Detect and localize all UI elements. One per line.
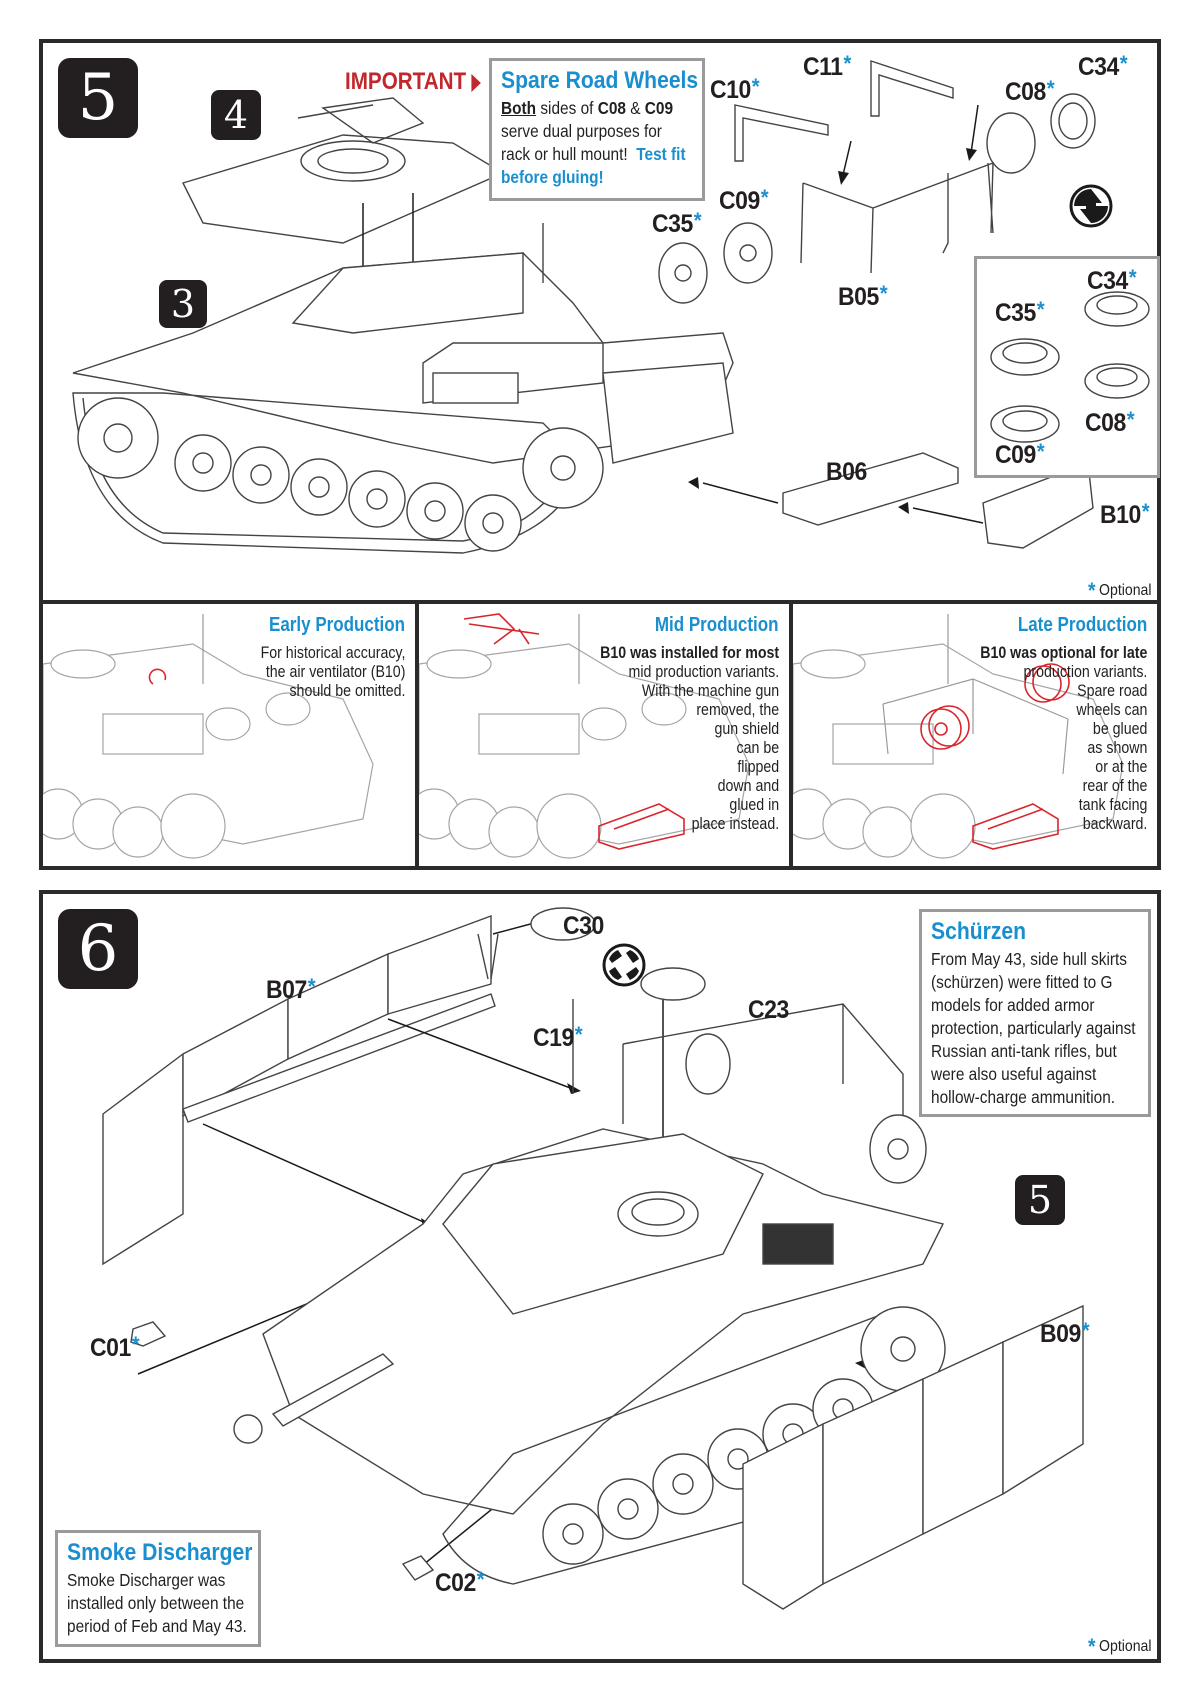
spare-wheel-highlight <box>920 663 1070 750</box>
optional-marker: * <box>760 185 769 210</box>
optional-marker: * <box>1046 76 1055 101</box>
variant-divider <box>789 600 793 866</box>
schurzen-note: Schürzen From May 43, side hull skirts (… <box>919 909 1151 1117</box>
right-skirts-drawing <box>742 1304 1084 1610</box>
inset-wheels-drawing <box>990 291 1150 443</box>
vehicle-drawing <box>233 999 946 1585</box>
b06-b10-drawing <box>688 452 1094 549</box>
variant-description: For historical accuracy, the air ventila… <box>260 644 405 700</box>
optional-asterisk-icon: * <box>1088 1634 1096 1659</box>
early-variant-drawing <box>43 614 374 859</box>
part-label-c08: C08* <box>1005 76 1055 106</box>
part-label-c35: C35* <box>652 208 702 238</box>
inset-label-c35: C35* <box>995 297 1045 327</box>
b10-highlight <box>972 803 1059 850</box>
optional-marker: * <box>476 1567 485 1592</box>
part-label-b06: B06 <box>826 458 867 486</box>
step-number-badge: 6 <box>58 909 138 989</box>
important-label: IMPORTANT <box>345 68 481 96</box>
variant-description: B10 was installed for most mid productio… <box>599 644 779 833</box>
left-skirts-drawing <box>102 914 496 1266</box>
optional-marker: * <box>1128 265 1137 290</box>
optional-marker: * <box>693 208 702 233</box>
part-label-c11: C11* <box>803 51 851 81</box>
optional-marker: * <box>1036 439 1045 464</box>
reference-step-badge-3: 3 <box>159 280 207 328</box>
optional-marker: * <box>1126 407 1135 432</box>
inset-label-c09: C09* <box>995 439 1045 469</box>
part-label-c01: C01* <box>90 1332 140 1362</box>
flip-vertical-icon <box>1069 184 1113 228</box>
optional-legend: *Optional <box>1088 1634 1152 1659</box>
optional-marker: * <box>751 74 760 99</box>
variant-title: Late Production <box>1017 614 1147 636</box>
part-label-c09: C09* <box>719 185 769 215</box>
optional-marker: * <box>1119 51 1128 76</box>
smoke-discharger-note: Smoke Discharger Smoke Discharger was in… <box>55 1530 261 1647</box>
step-6-panel: 6 5 B07* C30 C19* C23 C01* B09* C02* Sch… <box>39 890 1161 1663</box>
note-body: Smoke Discharger was installed only betw… <box>67 1570 247 1636</box>
optional-marker: * <box>574 1022 583 1047</box>
important-text: IMPORTANT <box>345 68 467 95</box>
step-number-badge: 5 <box>58 58 138 138</box>
spare-road-wheels-note: Spare Road Wheels Both sides of C08 & C0… <box>489 58 705 201</box>
part-label-c23: C23 <box>748 996 789 1024</box>
variant-late-production: Late Production B10 was optional for lat… <box>793 604 1157 866</box>
road-wheels <box>542 1306 946 1565</box>
variant-description: B10 was optional for late production var… <box>979 644 1147 833</box>
part-label-c34: C34* <box>1078 51 1128 81</box>
note-title: Smoke Discharger <box>67 1539 253 1566</box>
part-label-b09: B09* <box>1040 1318 1090 1348</box>
optional-legend: *Optional <box>1088 578 1152 603</box>
mid-variant-drawing <box>419 613 750 859</box>
machine-gun-highlight <box>463 613 540 645</box>
optional-marker: * <box>879 281 888 306</box>
step-5-panel: 5 4 3 IMPORTANT Spare Road Wheels Both s… <box>39 39 1161 870</box>
wheel-options-inset: C34* C35* C08* C09* <box>974 256 1160 478</box>
optional-marker: * <box>131 1332 140 1357</box>
spare-wheels-drawing <box>658 93 1096 304</box>
optional-asterisk-icon: * <box>1088 578 1096 603</box>
reference-step-badge-4: 4 <box>211 90 261 140</box>
b10-highlight <box>598 803 685 850</box>
part-label-c02: C02* <box>435 1567 485 1597</box>
part-label-c19: C19* <box>533 1022 583 1052</box>
optional-marker: * <box>1141 499 1150 524</box>
note-body: Both sides of C08 & C09 serve dual purpo… <box>501 98 686 187</box>
optional-marker: * <box>1036 297 1045 322</box>
upper-deck-drawing <box>182 97 505 244</box>
section-divider <box>43 600 1157 604</box>
rotate-icon <box>602 943 646 987</box>
optional-marker: * <box>1081 1318 1090 1343</box>
variant-mid-production: Mid Production B10 was installed for mos… <box>419 604 789 866</box>
part-label-c30: C30 <box>563 912 604 940</box>
variant-title: Early Production <box>268 614 405 636</box>
step-5-diagram <box>72 60 1113 554</box>
pointer-triangle-icon <box>471 73 481 92</box>
optional-marker: * <box>307 974 316 999</box>
variant-early-production: Early Production For historical accuracy… <box>43 604 415 866</box>
part-label-b07: B07* <box>266 974 316 1004</box>
variant-title: Mid Production <box>655 614 779 636</box>
note-title: Schürzen <box>931 918 1027 945</box>
optional-marker: * <box>843 51 851 76</box>
note-title: Spare Road Wheels <box>501 67 699 94</box>
part-label-b10: B10* <box>1100 499 1150 529</box>
step-6-diagram <box>102 907 1084 1610</box>
part-label-c10: C10* <box>710 74 760 104</box>
road-wheels <box>77 397 604 552</box>
part-label-b05: B05* <box>838 281 888 311</box>
hull-drawing <box>72 223 734 554</box>
rack-drawing <box>734 60 994 274</box>
variant-divider <box>415 600 419 866</box>
inset-label-c08: C08* <box>1085 407 1135 437</box>
inset-label-c34: C34* <box>1087 265 1137 295</box>
late-variant-drawing <box>793 614 1124 859</box>
reference-step-badge-5: 5 <box>1015 1175 1065 1225</box>
small-parts-drawing <box>130 907 706 1581</box>
note-body: From May 43, side hull skirts (schürzen)… <box>931 949 1136 1107</box>
